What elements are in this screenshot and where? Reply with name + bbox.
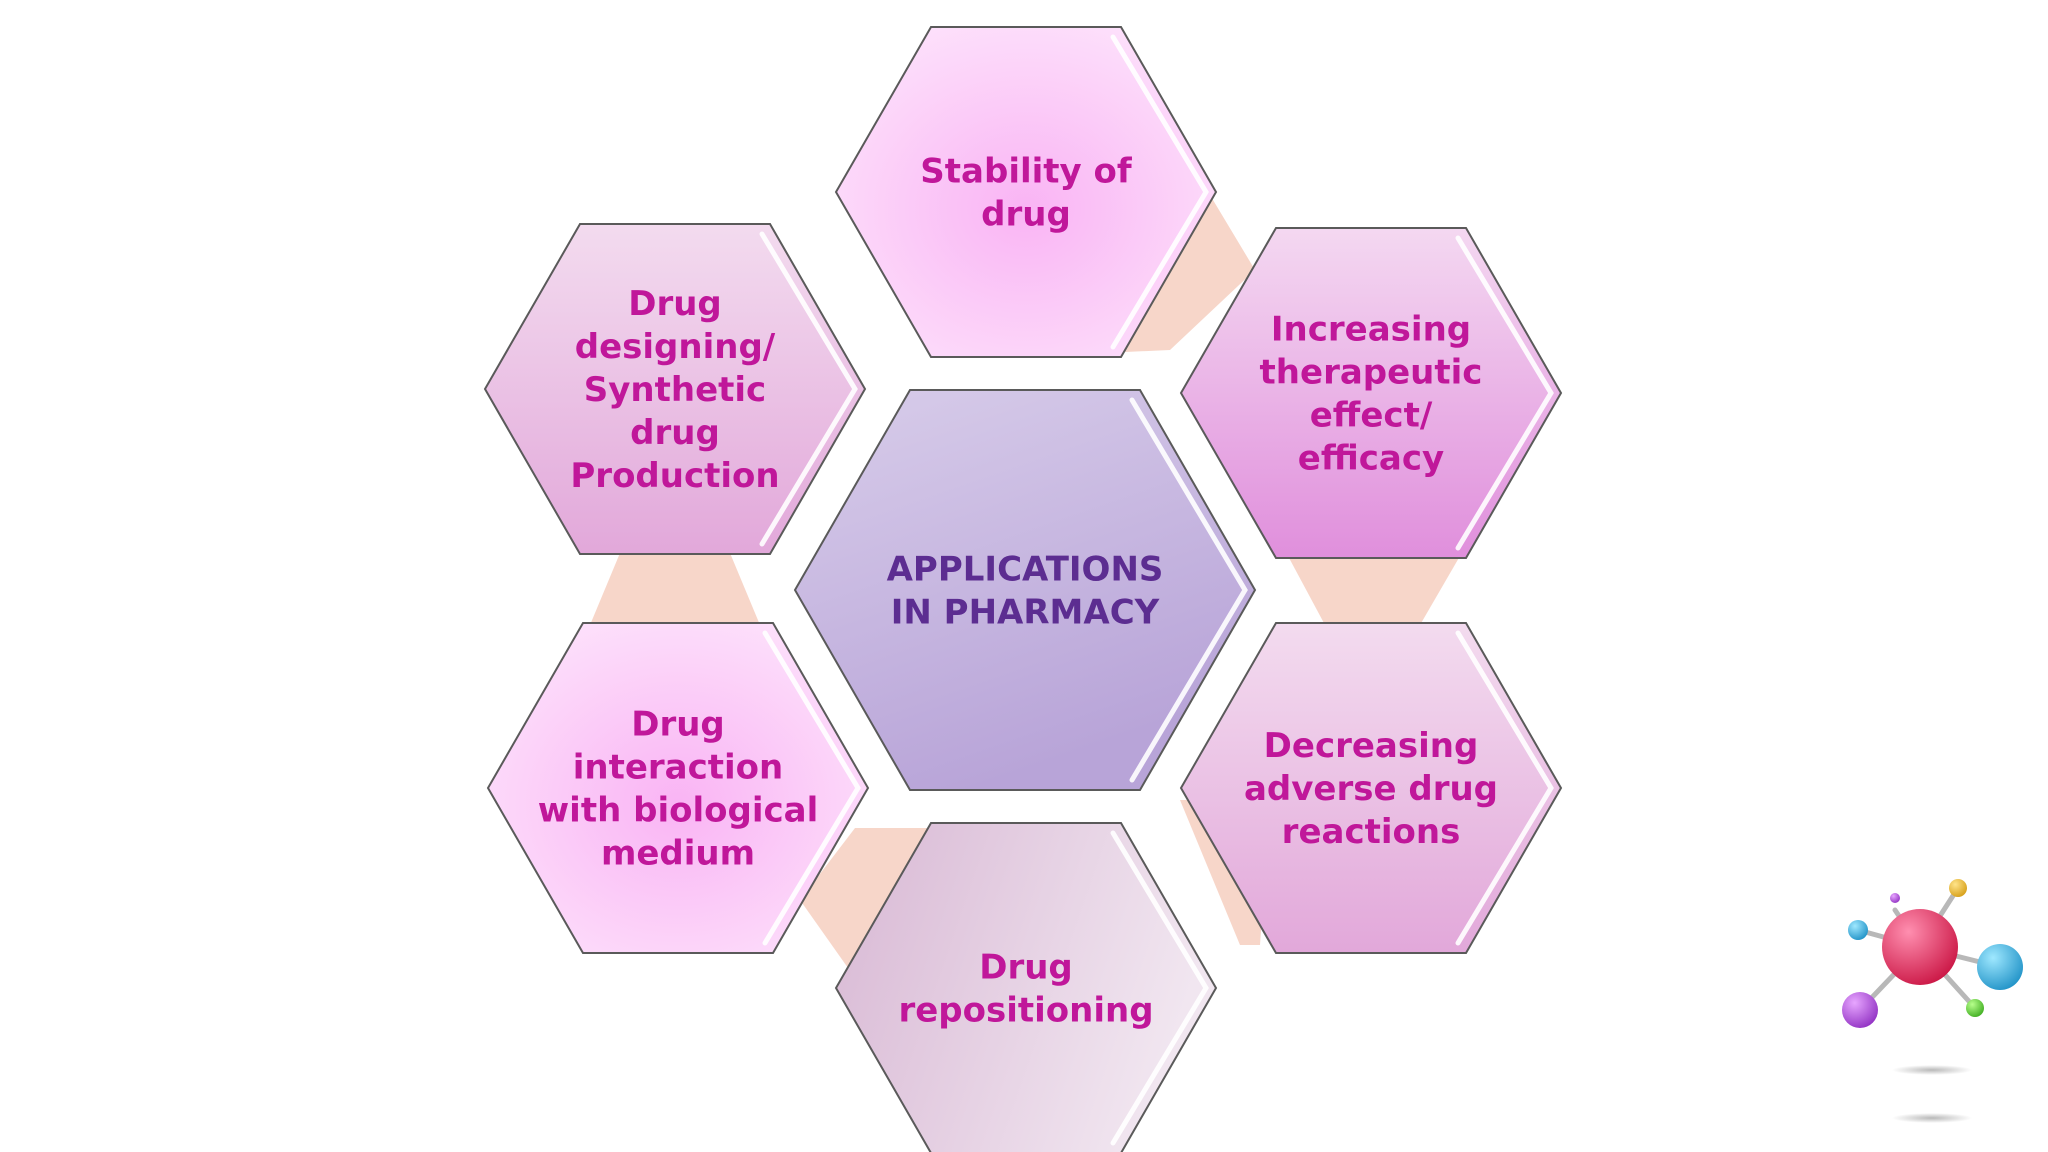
hex-adverse-shape: [1179, 622, 1563, 954]
hex-designing-label-line: designing/: [575, 327, 776, 367]
connector-4: [800, 828, 930, 985]
hex-stability-highlight: [1110, 34, 1209, 350]
hex-designing-label-line: Drug: [628, 284, 722, 324]
hex-repositioning-label-line: Drug: [979, 948, 1073, 988]
hex-stability-label-line: drug: [981, 195, 1071, 235]
connector-2: [1288, 556, 1460, 625]
hex-interaction-label-line: medium: [601, 834, 755, 874]
hex-designing-label-line: Synthetic: [584, 370, 766, 410]
hex-repositioning-shape: [834, 822, 1218, 1152]
hex-efficacy-highlight: [1455, 235, 1554, 551]
hex-repositioning-highlight: [1110, 830, 1209, 1146]
hex-designing-highlight: [759, 231, 858, 547]
hex-center-label-line: IN PHARMACY: [891, 593, 1160, 633]
hex-center-shape: [793, 389, 1257, 791]
hex-designing-label-line: drug: [630, 413, 720, 453]
hex-adverse-label-line: reactions: [1282, 812, 1461, 852]
hex-efficacy-label-line: Increasing: [1271, 310, 1471, 350]
molecule-icon: [1842, 879, 2023, 1123]
hex-efficacy-shape: [1179, 227, 1563, 559]
hex-efficacy-label-line: effect/: [1310, 396, 1433, 436]
hex-designing-shape: [483, 223, 867, 555]
hex-adverse-highlight: [1455, 630, 1554, 946]
hex-repositioning-label-line: repositioning: [898, 991, 1153, 1031]
hex-center-label-line: APPLICATIONS: [887, 550, 1164, 590]
hex-adverse-label-line: adverse drug: [1244, 769, 1498, 809]
connector-1: [1125, 195, 1255, 352]
hex-stability-label-line: Stability of: [920, 152, 1133, 192]
hex-stability-shape: [834, 26, 1218, 358]
hex-interaction-label-line: interaction: [573, 748, 784, 788]
connector-layer: [590, 195, 1460, 985]
connector-5: [590, 553, 760, 625]
hex-interaction-label-line: with biological: [538, 791, 818, 831]
hex-efficacy-label-line: efficacy: [1298, 439, 1444, 479]
hex-interaction-highlight: [762, 630, 861, 946]
hex-efficacy-label-line: therapeutic: [1260, 353, 1483, 393]
hex-interaction-label-line: Drug: [631, 705, 725, 745]
hex-center-highlight: [1129, 397, 1248, 783]
hex-adverse-label-line: Decreasing: [1264, 726, 1479, 766]
hex-interaction-shape: [486, 622, 870, 954]
hex-designing-label-line: Production: [570, 456, 779, 496]
